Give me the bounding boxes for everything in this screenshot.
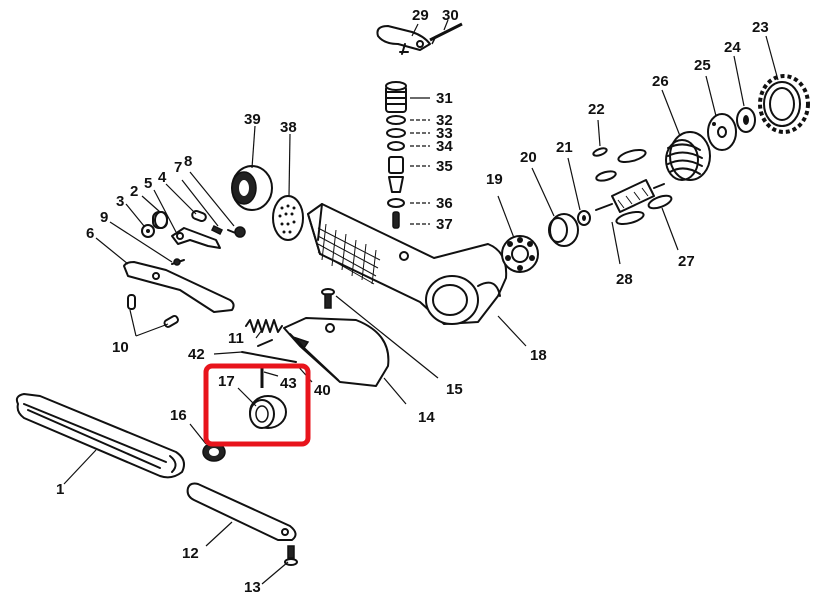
part-23-gear [758,74,810,134]
part-16-nut [202,442,226,462]
callout-8: 8 [184,153,192,170]
part-8-screw [227,226,246,238]
part-34-oring [387,141,405,151]
part-13-screw [284,545,298,566]
callout-10: 10 [112,339,129,356]
callout-12: 12 [182,545,199,562]
callout-39: 39 [244,111,261,128]
callout-32: 32 [436,112,453,129]
part-36-seal [387,198,405,208]
callout-15: 15 [446,381,463,398]
callout-26: 26 [652,73,669,90]
part-7-screw [210,224,224,236]
part-28-rotor [595,179,665,213]
callout-25: 25 [694,57,711,74]
part-21-washer [577,210,591,226]
part-18-housing [307,203,508,325]
part-12-plate [186,482,297,541]
callout-14: 14 [418,409,435,426]
callout-30: 30 [442,7,459,24]
callout-18: 18 [530,347,547,364]
part-9-screw [171,258,185,266]
callout-34: 34 [436,138,453,155]
callout-20: 20 [520,149,537,166]
part-39-throttle-body [231,165,273,211]
leader-lines [63,19,779,585]
callout-31: 31 [436,90,453,107]
part-42-pin [241,351,297,363]
highlight-box [203,363,311,447]
part-35-valve [388,156,404,193]
part-14-housing-cover [283,317,390,387]
part-11-spring [245,319,283,333]
part-1-belt [15,393,185,479]
part-22-vane [592,147,608,157]
callout-21: 21 [556,139,573,156]
part-31-spring [385,81,407,113]
part-17-bushing [249,395,287,429]
part-33-oring [386,128,406,138]
callout-35: 35 [436,158,453,175]
callout-22: 22 [588,101,605,118]
callout-2: 2 [130,183,138,200]
part-19-bearing [501,235,539,273]
part-vane-a [617,148,647,164]
callout-4: 4 [158,169,167,186]
part-24-bearing [736,107,756,133]
part-37-stem [392,211,400,229]
callout-29: 29 [412,7,429,24]
callout-38: 38 [280,119,297,136]
part-32-washer [386,115,406,125]
callout-23: 23 [752,19,769,36]
callout-16: 16 [170,407,187,424]
callout-27: 27 [678,253,695,270]
callout-1: 1 [56,481,64,498]
parts-drawing [15,22,810,566]
callout-37: 37 [436,216,453,233]
callout-7: 7 [174,159,182,176]
part-29-lever [376,25,431,55]
callout-9: 9 [100,209,108,226]
part-2-bushing [152,211,168,229]
part-27-vane [647,194,673,210]
callout-3: 3 [116,193,124,210]
part-vane-c [615,210,645,226]
callout-13: 13 [244,579,261,596]
callout-labels: 29 30 31 32 33 34 35 36 37 39 38 7 8 4 5… [56,7,769,596]
part-5-trigger-lever [171,227,221,249]
part-10-pin-b [163,315,179,328]
callout-24: 24 [724,39,741,56]
callout-43: 43 [280,375,297,392]
callout-5: 5 [144,175,152,192]
part-25-end-plate [707,113,737,151]
callout-19: 19 [486,171,503,188]
callout-42: 42 [188,346,205,363]
callout-11: 11 [228,330,244,347]
callout-40: 40 [314,382,331,399]
part-15-screw [321,288,335,309]
part-10-pin-a [127,294,136,310]
callout-6: 6 [86,225,94,242]
callout-33: 33 [436,125,453,142]
part-vane-b [595,170,617,182]
part-26-cylinder [665,131,711,181]
part-20-ring [548,213,579,247]
part-40-pin [257,339,273,347]
part-6-lever [123,261,235,313]
callout-28: 28 [616,271,633,288]
callout-36: 36 [436,195,453,212]
callout-17: 17 [218,373,235,390]
part-30-pin [429,22,463,45]
part-38-screen [272,195,304,241]
